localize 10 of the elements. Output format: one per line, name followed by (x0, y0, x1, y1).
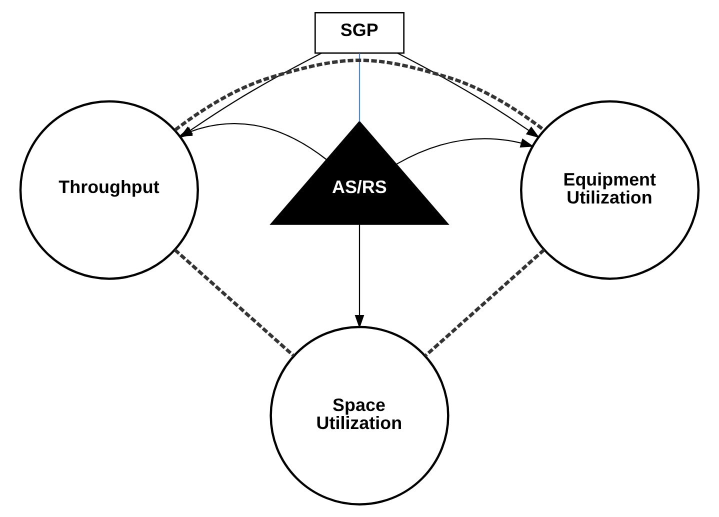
node-circle: Space Utilization (270, 326, 450, 506)
connector (174, 58, 545, 132)
connector (358, 53, 360, 122)
arrow (397, 52, 540, 138)
arrow (354, 224, 364, 328)
node-circle: Throughput (19, 100, 199, 280)
arrow (396, 138, 534, 165)
connector (174, 248, 295, 358)
connector (424, 248, 546, 358)
node-box: SGP (314, 12, 405, 54)
